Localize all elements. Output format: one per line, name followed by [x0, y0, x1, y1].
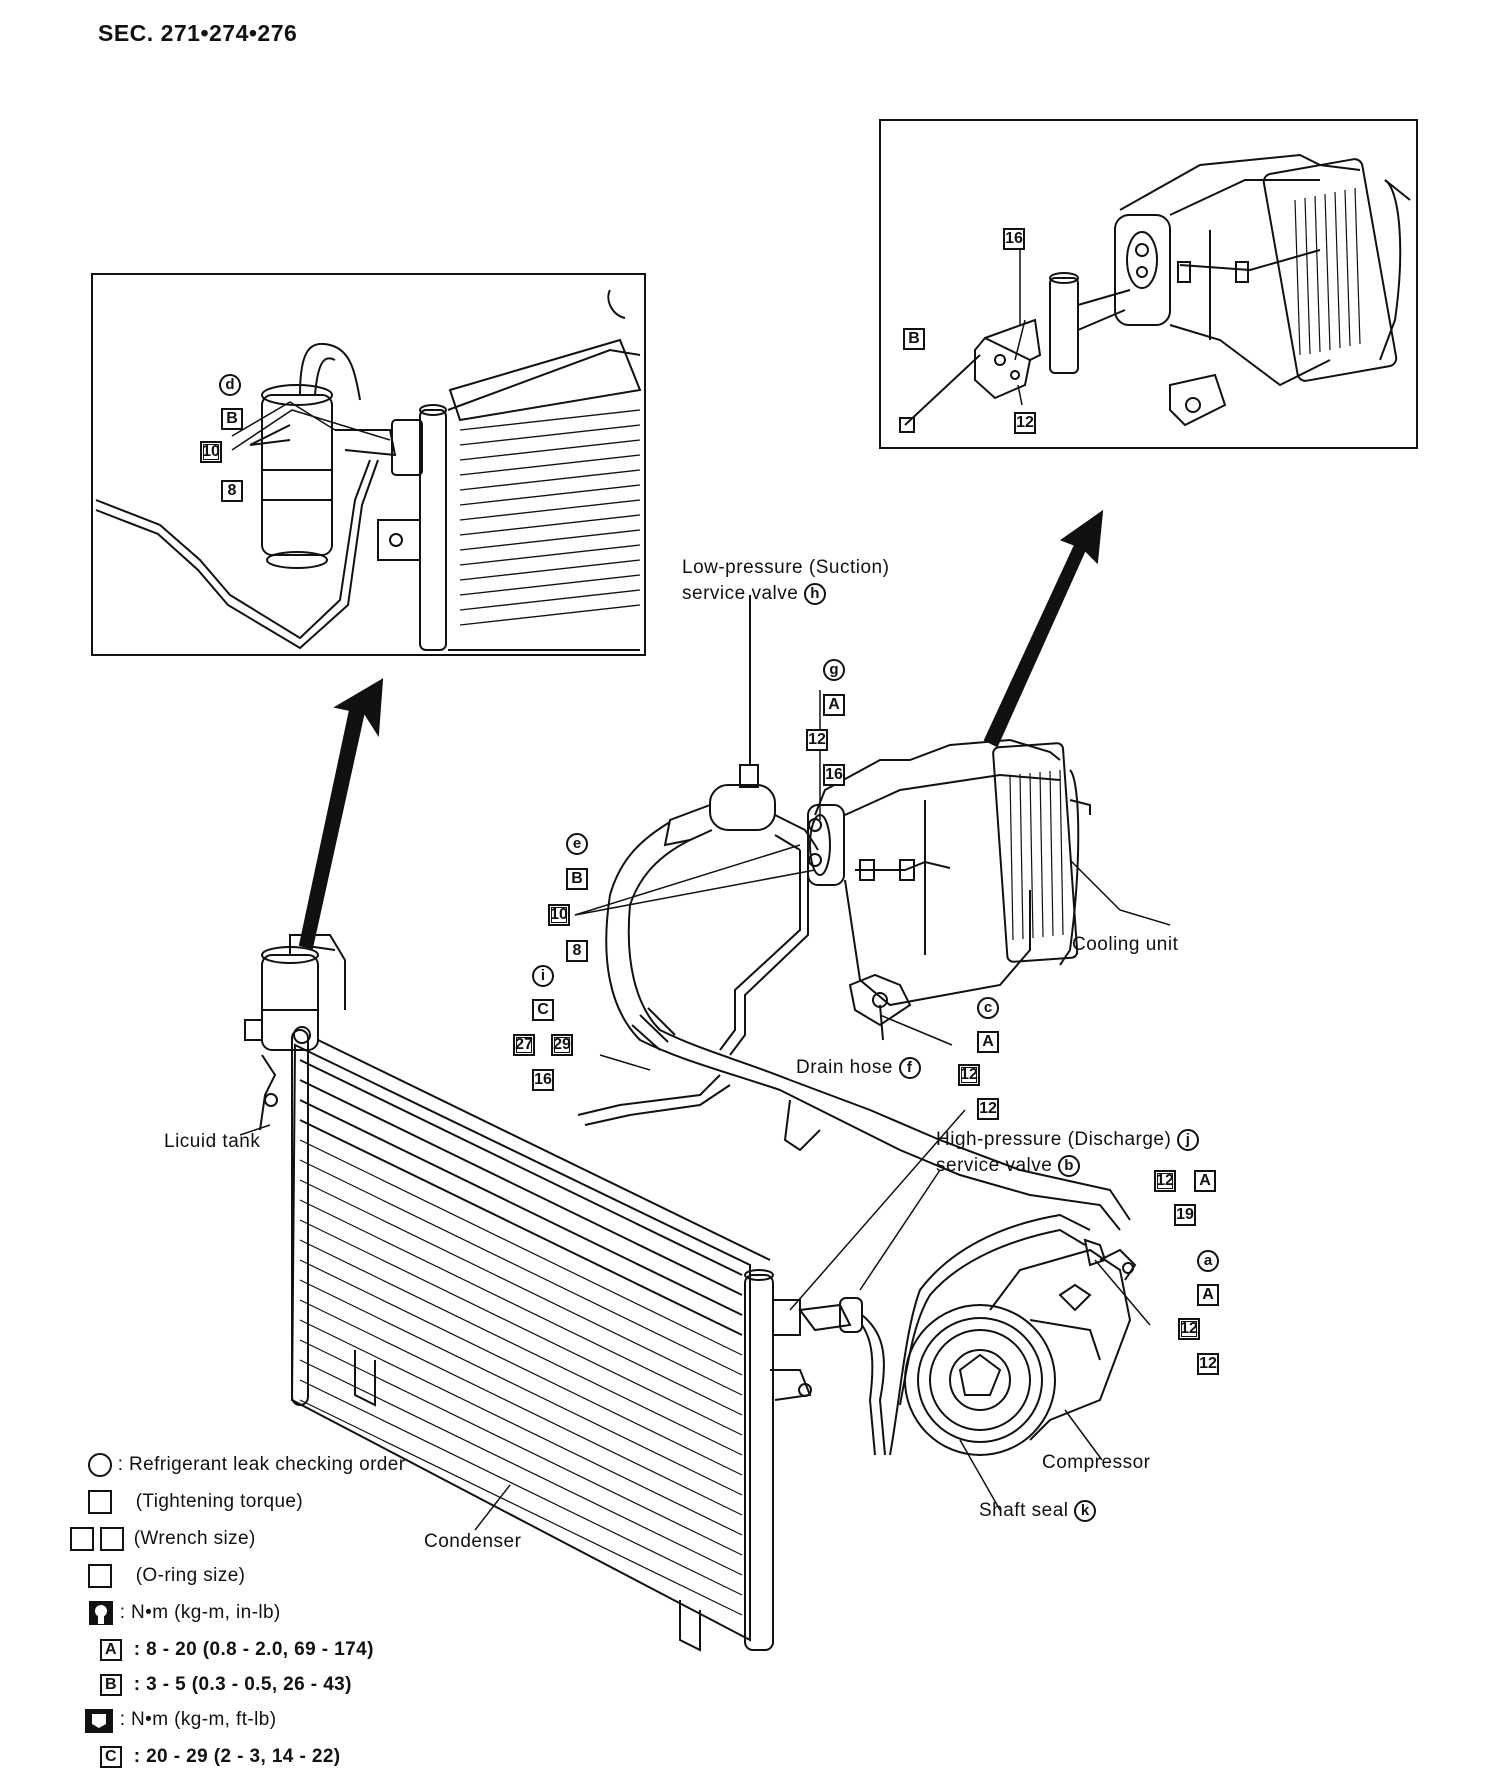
- oring-size-8-e: 8: [566, 940, 588, 962]
- torque-b-box-e: B: [566, 868, 588, 890]
- wrench-size-10: 10: [200, 441, 222, 463]
- compressor-art: [798, 1213, 1137, 1456]
- torque-wrench-icon: [89, 1600, 113, 1625]
- high-pressure-label-row-2: service valve b: [936, 1155, 1081, 1177]
- wrench-size-12-a: 12: [1178, 1318, 1200, 1340]
- high-pressure-label-row-1: High-pressure (Discharge) j: [936, 1129, 1200, 1151]
- drain-hose-label: Drain hose: [796, 1057, 893, 1079]
- legend-wrench-text: (Wrench size): [133, 1528, 256, 1549]
- oring-size-12-g: 12: [806, 729, 828, 751]
- torque-wrench-ft-icon: [85, 1709, 113, 1733]
- torque-a-box-c: A: [977, 1031, 999, 1053]
- legend-torque-b: B : 3 - 5 (0.3 - 0.5, 26 - 43): [100, 1671, 352, 1699]
- arrow-to-right-inset: [983, 509, 1104, 748]
- legend-unit-in-text: : N•m (kg-m, in-lb): [119, 1602, 281, 1623]
- legend-torque-b-box: B: [100, 1673, 122, 1696]
- compressor-label: Compressor: [1042, 1452, 1151, 1473]
- legend-leak-order: : Refrigerant leak checking order: [88, 1451, 405, 1479]
- low-pressure-label-2: service valve: [682, 583, 799, 605]
- circle-f: f: [898, 1057, 921, 1079]
- circle-d: d: [219, 374, 241, 396]
- legend-double-square-symbol-2: [100, 1526, 124, 1551]
- legend-torque-a: A : 8 - 20 (0.8 - 2.0, 69 - 174): [100, 1636, 374, 1664]
- oring-size-12-inset: 12: [1014, 412, 1036, 434]
- circle-a: a: [1197, 1250, 1219, 1272]
- legend-wrench: (Wrench size): [70, 1525, 256, 1553]
- circle-g: g: [823, 659, 845, 681]
- leader-lines: [231, 250, 1171, 1531]
- arrow-to-left-inset: [298, 678, 384, 950]
- circle-b: b: [1058, 1155, 1081, 1177]
- condenser-label: Condenser: [424, 1531, 522, 1552]
- legend-double-square-symbol-1: [70, 1526, 94, 1551]
- drain-hose-label-row: Drain hose f: [796, 1057, 921, 1079]
- legend-torque-b-text: : 3 - 5 (0.3 - 0.5, 26 - 43): [133, 1674, 352, 1695]
- torque-a-box-a: A: [1197, 1284, 1219, 1306]
- circle-c: c: [977, 997, 999, 1019]
- liquid-tank-inset-frame: [91, 273, 646, 656]
- legend-oring: (O-ring size): [88, 1562, 245, 1590]
- legend-tightening: (Tightening torque): [88, 1488, 303, 1516]
- legend-unit-ft-text: : N•m (kg-m, ft-lb): [119, 1709, 277, 1731]
- legend-circle-symbol: [88, 1452, 112, 1477]
- high-pressure-label-2: service valve: [936, 1155, 1053, 1177]
- circle-j: j: [1177, 1129, 1200, 1151]
- cooling-unit-inset-frame: [879, 119, 1418, 449]
- torque-a-box-g: A: [823, 694, 845, 716]
- legend-tightening-text: (Tightening torque): [135, 1491, 304, 1512]
- wrench-size-12-j: 12: [1154, 1170, 1176, 1192]
- wrench-size-27: 27: [513, 1034, 535, 1056]
- legend-torque-c: C : 20 - 29 (2 - 3, 14 - 22): [100, 1743, 341, 1771]
- circle-i: i: [532, 965, 554, 987]
- circle-k: k: [1074, 1500, 1097, 1522]
- legend-leak-order-text: : Refrigerant leak checking order: [117, 1454, 406, 1475]
- left-inset-art: [95, 289, 642, 651]
- condenser-art: [244, 934, 812, 1652]
- shaft-seal-label-row: Shaft seal k: [979, 1500, 1097, 1522]
- liquid-tank-label: Licuid tank: [164, 1131, 261, 1152]
- legend-torque-c-text: : 20 - 29 (2 - 3, 14 - 22): [133, 1746, 341, 1767]
- legend-unit-in: : N•m (kg-m, in-lb): [88, 1599, 281, 1627]
- legend-unit-ft: : N•m (kg-m, ft-lb): [84, 1706, 276, 1734]
- wrench-size-12-c: 12: [958, 1064, 980, 1086]
- legend-oring-square-symbol: [88, 1563, 112, 1588]
- cooling-unit-label: Cooling unit: [1072, 934, 1179, 955]
- legend-square-symbol: [88, 1489, 112, 1514]
- high-pressure-label-1: High-pressure (Discharge): [936, 1129, 1172, 1151]
- legend-torque-c-box: C: [100, 1745, 122, 1768]
- oring-size-16-i: 16: [532, 1069, 554, 1091]
- oring-size-16-g: 16: [823, 764, 845, 786]
- shaft-seal-label: Shaft seal: [979, 1500, 1069, 1522]
- oring-size-12-a: 12: [1197, 1353, 1219, 1375]
- torque-a-box-j: A: [1194, 1170, 1216, 1192]
- oring-size-8: 8: [221, 480, 243, 502]
- wrench-size-29: 29: [551, 1034, 573, 1056]
- oring-size-16: 16: [1003, 228, 1025, 250]
- right-inset-art: [899, 153, 1411, 433]
- torque-b-box: B: [221, 408, 243, 430]
- legend-oring-text: (O-ring size): [135, 1565, 246, 1586]
- legend-torque-a-text: : 8 - 20 (0.8 - 2.0, 69 - 174): [133, 1639, 374, 1660]
- section-number: SEC. 271•274•276: [98, 20, 298, 46]
- torque-b-box-inset: B: [903, 328, 925, 350]
- circle-h: h: [804, 583, 827, 605]
- low-pressure-hose-art: [605, 595, 1131, 1231]
- oring-size-12-c: 12: [977, 1098, 999, 1120]
- circle-e: e: [566, 833, 588, 855]
- torque-c-box: C: [532, 999, 554, 1021]
- low-pressure-label-row: service valve h: [682, 583, 827, 605]
- wrench-size-10-e: 10: [548, 904, 570, 926]
- legend-torque-a-box: A: [100, 1638, 122, 1661]
- oring-size-19: 19: [1174, 1204, 1196, 1226]
- low-pressure-label-1: Low-pressure (Suction): [682, 557, 890, 578]
